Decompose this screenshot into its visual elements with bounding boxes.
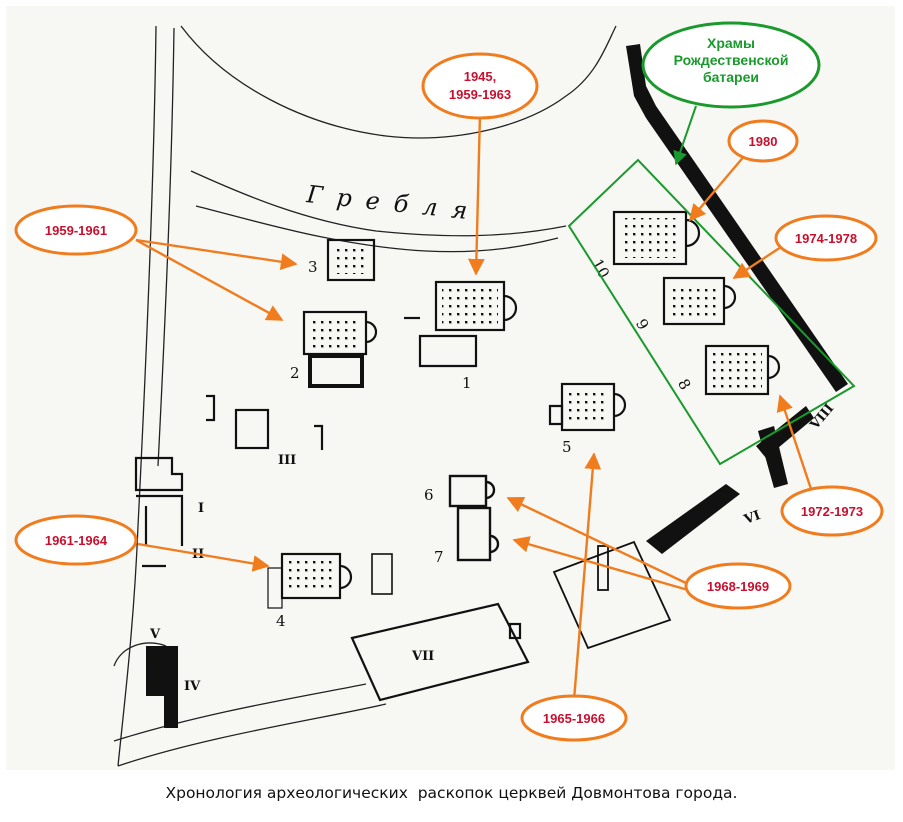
church-9 (662, 276, 737, 326)
date-oval-1965-1966: 1965-1966 (520, 694, 628, 742)
roman-v: V (149, 627, 161, 642)
date-oval-1945: 1945, 1959-1963 (421, 52, 539, 120)
church-4 (267, 552, 393, 609)
date-label-1972-1973: 1972-1973 (801, 504, 863, 519)
church-number-6: 6 (424, 486, 434, 504)
green-callout-line3: батареи (703, 69, 759, 85)
church-8 (704, 344, 781, 396)
date-label-1945-line1: 1945, (464, 69, 497, 84)
church-1 (404, 280, 518, 368)
roman-vi: VI (741, 508, 762, 528)
church-number-2: 2 (290, 364, 300, 382)
roman-viii: VIII (807, 401, 837, 433)
structure-near-5 (552, 540, 672, 650)
structure-vii (350, 602, 530, 702)
date-arrows (135, 112, 818, 701)
roman-iv: IV (184, 679, 201, 694)
date-label-1968-1969: 1968-1969 (707, 579, 769, 594)
date-oval-1959-1961: 1959-1961 (14, 204, 138, 256)
date-oval-1961-1964: 1961-1964 (14, 514, 138, 566)
church-6-7 (448, 474, 500, 562)
date-label-1974-1978: 1974-1978 (795, 231, 857, 246)
fortress-wall (146, 44, 848, 728)
church-number-1: 1 (462, 374, 472, 392)
date-label-1965-1966: 1965-1966 (543, 711, 605, 726)
church-number-8: 8 (674, 376, 694, 393)
structure-i (134, 456, 184, 568)
green-callout-line1: Храмы (707, 35, 755, 51)
map-frame: Гребля 1 2 3 4 (6, 6, 895, 770)
roman-vii: VII (411, 649, 434, 664)
church-2 (302, 310, 378, 388)
terrain-lines (113, 25, 617, 767)
image-caption: Хронология археологических раскопок церк… (165, 784, 738, 802)
church-3 (326, 238, 376, 282)
church-5 (548, 382, 627, 432)
structure-iii (206, 394, 324, 450)
church-number-3: 3 (308, 258, 318, 276)
excavation-map: Гребля 1 2 3 4 (14, 21, 884, 767)
church-number-4: 4 (276, 612, 286, 630)
date-oval-1980: 1980 (727, 119, 799, 163)
battery-churches-box (567, 158, 856, 466)
green-callout: Храмы Рождественской батареи (641, 21, 821, 166)
date-label-1980: 1980 (749, 134, 778, 149)
roman-iii: III (278, 453, 296, 468)
date-oval-1968-1969: 1968-1969 (684, 562, 792, 610)
date-label-1961-1964: 1961-1964 (45, 533, 108, 548)
green-callout-line2: Рождественской (674, 52, 789, 68)
map-street-label: Гребля (304, 180, 482, 226)
church-10 (612, 210, 701, 266)
date-label-1945-line2: 1959-1963 (449, 87, 511, 102)
church-number-7: 7 (434, 548, 444, 566)
roman-i: I (198, 501, 204, 516)
date-oval-1972-1973: 1972-1973 (780, 485, 884, 537)
church-number-5: 5 (562, 438, 572, 456)
date-oval-1974-1978: 1974-1978 (774, 214, 878, 262)
date-label-1959-1961: 1959-1961 (45, 223, 107, 238)
